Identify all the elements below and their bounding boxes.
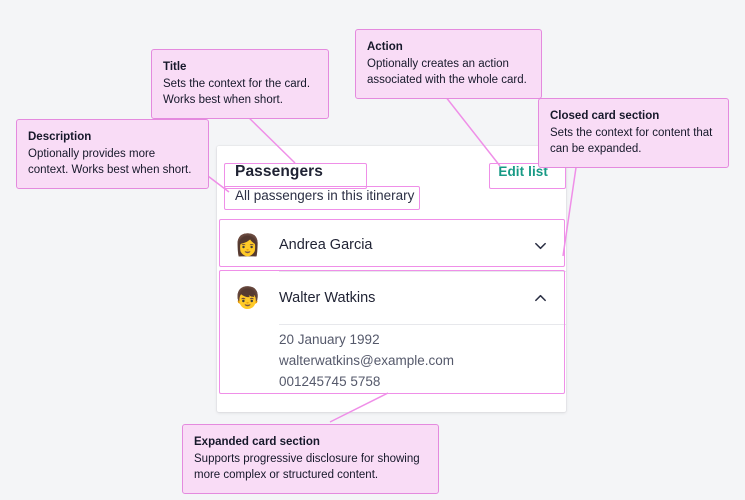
annotation-description: Description Optionally provides more con… xyxy=(16,119,209,189)
annotation-closed-card-section: Closed card section Sets the context for… xyxy=(538,98,729,168)
passenger-name: Walter Watkins xyxy=(279,290,376,306)
section-header-walter-watkins[interactable]: 👦 Walter Watkins xyxy=(217,272,566,324)
card-title: Passengers xyxy=(235,163,324,180)
woman-avatar-icon: 👩 xyxy=(234,233,262,257)
passenger-name: Andrea Garcia xyxy=(279,237,373,253)
passenger-email: walterwatkins@example.com xyxy=(279,353,455,368)
card-section-collapsed: 👩 Andrea Garcia xyxy=(217,219,566,272)
annotation-heading: Action xyxy=(367,41,403,53)
passenger-details: 20 January 1992 walterwatkins@example.co… xyxy=(217,325,566,412)
annotation-title: Title Sets the context for the card. Wor… xyxy=(151,49,329,119)
annotation-body: Optionally creates an action associated … xyxy=(367,58,527,86)
edit-list-button[interactable]: Edit list xyxy=(498,164,548,179)
boy-avatar-icon: 👦 xyxy=(234,286,262,310)
annotation-heading: Closed card section xyxy=(550,110,660,122)
chevron-up-icon[interactable] xyxy=(532,290,548,306)
card-header: Passengers All passengers in this itiner… xyxy=(217,146,566,219)
annotation-body: Sets the context for the card. Works bes… xyxy=(163,78,311,106)
annotation-expanded-card-section: Expanded card section Supports progressi… xyxy=(182,424,439,494)
section-divider xyxy=(279,271,566,272)
annotation-heading: Description xyxy=(28,131,92,143)
card-description: All passengers in this itinerary xyxy=(235,188,415,203)
card-section-expanded: 👦 Walter Watkins 20 January 1992 walterw… xyxy=(217,272,566,412)
annotation-heading: Title xyxy=(163,61,187,73)
annotation-heading: Expanded card section xyxy=(194,436,320,448)
passenger-birthdate: 20 January 1992 xyxy=(279,332,380,347)
chevron-down-icon[interactable] xyxy=(532,237,548,253)
passenger-phone: 001245745 5758 xyxy=(279,374,381,389)
annotation-body: Optionally provides more context. Works … xyxy=(28,148,192,176)
annotation-body: Sets the context for content that can be… xyxy=(550,127,713,155)
passengers-card: Passengers All passengers in this itiner… xyxy=(217,146,566,412)
annotation-action: Action Optionally creates an action asso… xyxy=(355,29,542,99)
section-header-andrea-garcia[interactable]: 👩 Andrea Garcia xyxy=(217,219,566,271)
annotation-body: Supports progressive disclosure for show… xyxy=(194,453,420,481)
section-divider xyxy=(279,324,566,325)
